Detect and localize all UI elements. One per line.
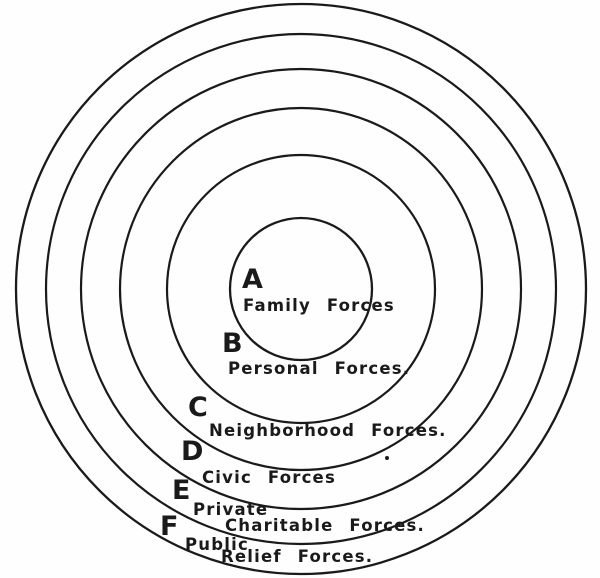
ring-label-public: Public <box>185 535 249 554</box>
ring-label-civic-forces: Civic Forces <box>202 468 336 487</box>
circle-ring-b-outer <box>165 153 437 425</box>
ring-letter-c: C <box>188 392 209 423</box>
circle-ring-e-outer <box>44 32 558 546</box>
ring-letter-d: D <box>181 436 205 467</box>
ring-letter-f: F <box>160 511 180 542</box>
stray-ink-dot <box>385 456 389 460</box>
ring-label-relief-forces: Relief Forces. <box>221 547 374 566</box>
circle-ring-d-outer <box>79 67 523 511</box>
circle-ring-c-outer <box>118 106 484 472</box>
ring-letter-e: E <box>172 475 192 506</box>
ring-label-charitable-forces: Charitable Forces. <box>225 516 425 535</box>
ring-label-private: Private <box>193 500 269 519</box>
ring-letter-b: B <box>222 328 244 359</box>
ring-label-family-forces: Family Forces <box>243 296 395 315</box>
ring-label-personal-forces: Personal Forces. <box>228 359 411 378</box>
circle-ring-a <box>228 216 374 362</box>
circle-ring-f-outer <box>14 2 588 576</box>
ring-letter-a: A <box>242 264 264 295</box>
ring-label-neighborhood-forces: Neighborhood Forces. <box>209 421 447 440</box>
